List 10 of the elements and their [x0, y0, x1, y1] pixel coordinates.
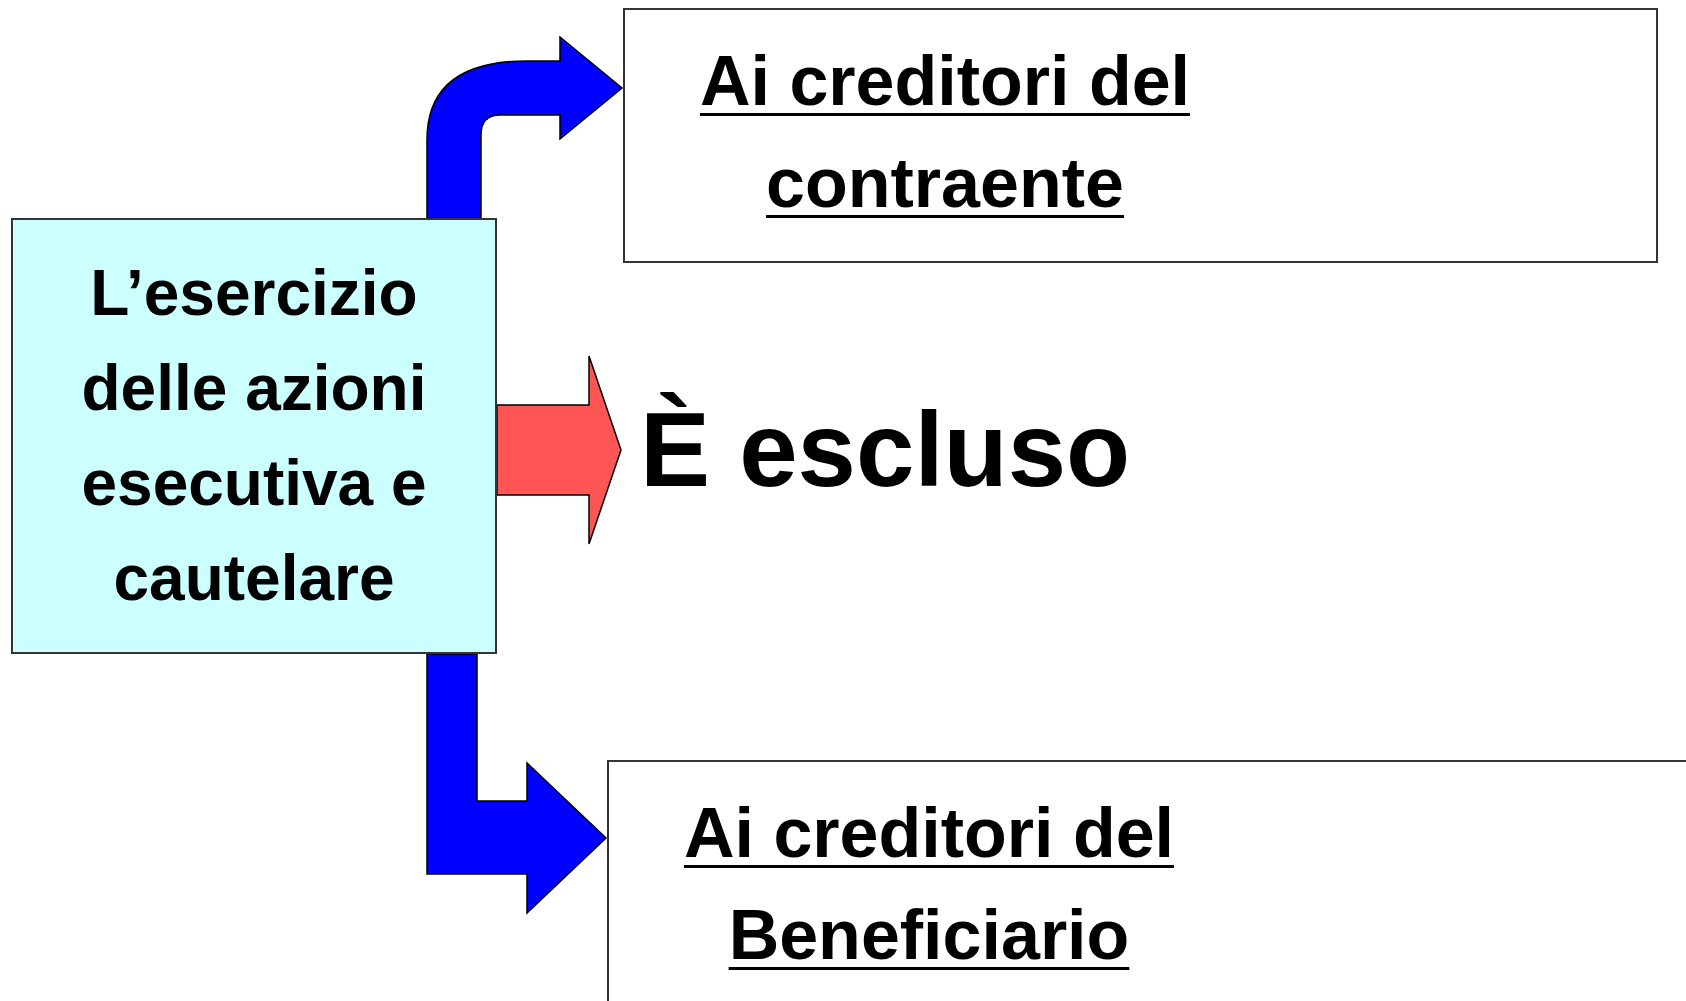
- block-arrow: [426, 653, 608, 915]
- box-label: Ai creditori del Beneficiario: [682, 793, 1176, 976]
- block-arrow: [496, 355, 622, 545]
- box-label: L’esercizio delle azioni esecutiva e cautelare: [80, 256, 428, 616]
- result-box: [607, 760, 1686, 1001]
- result-box: [623, 8, 1658, 263]
- box-label: Ai creditori del contraente: [698, 41, 1192, 224]
- result-text: È escluso: [640, 392, 1131, 508]
- process-box: [11, 218, 497, 654]
- block-arrow: [426, 36, 623, 219]
